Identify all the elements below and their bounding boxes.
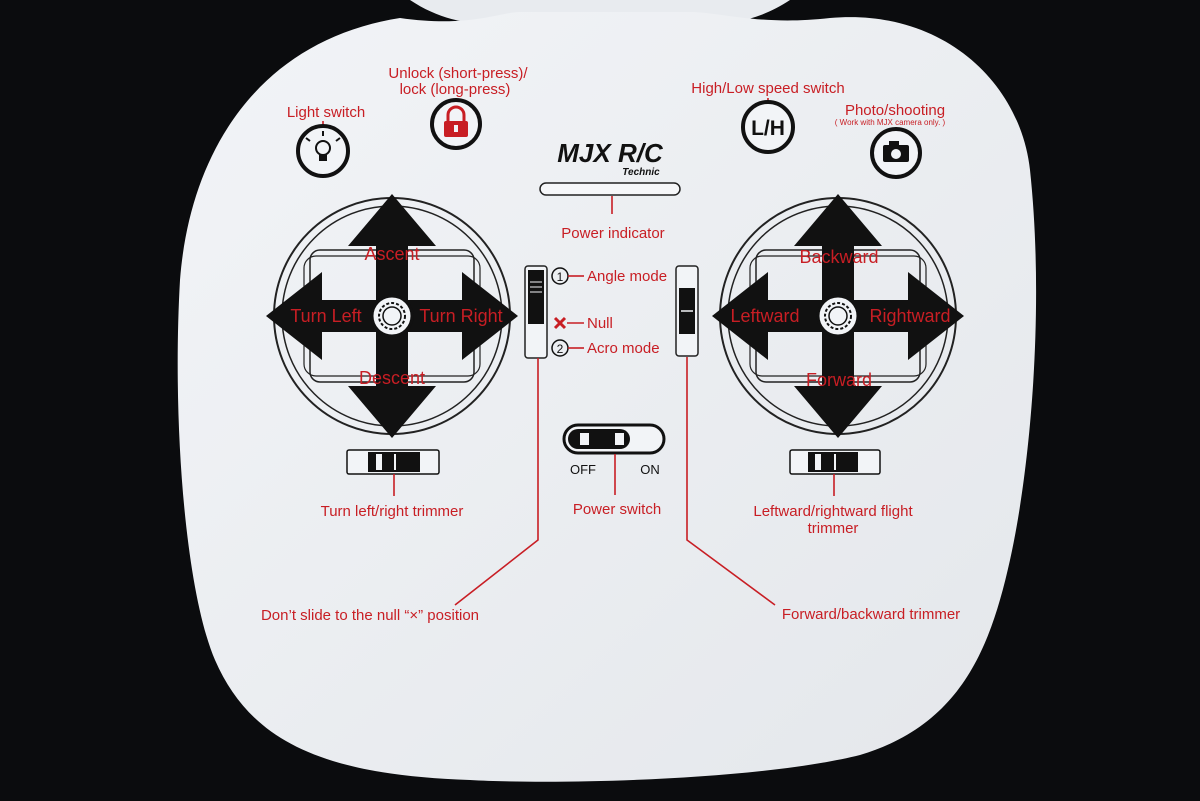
mode-1-number: 1: [557, 270, 564, 284]
mode-switch: 1 Angle mode Null 2 Acro mode: [454, 265, 667, 606]
power-indicator-bar: [539, 182, 681, 196]
right-stick-left-label: Leftward: [730, 306, 799, 326]
fb-trimmer-label: Forward/backward trimmer: [782, 606, 960, 623]
speed-switch-group: High/Low speed switch L/H: [691, 80, 845, 154]
mode-2-number: 2: [557, 342, 564, 356]
turn-trimmer: Turn left/right trimmer: [321, 449, 464, 520]
light-switch-group: Light switch: [287, 104, 365, 178]
brand-name: MJX R/C: [557, 138, 664, 168]
speed-icon-text: L/H: [751, 117, 785, 140]
fb-trimmer-switch: [675, 265, 776, 606]
null-x-icon: [553, 316, 567, 330]
power-off-label: OFF: [570, 462, 596, 477]
speed-toggle-icon: [741, 100, 795, 154]
null-warning-label: Don’t slide to the null “×” position: [261, 607, 479, 624]
light-switch-label: Light switch: [287, 104, 365, 121]
right-stick-up-label: Backward: [799, 247, 878, 267]
lr-trimmer-label-line2: trimmer: [808, 520, 859, 537]
left-stick-left-label: Turn Left: [290, 306, 361, 326]
lr-trimmer-label-line1: Leftward/rightward flight: [753, 503, 913, 520]
angle-mode-label: Angle mode: [587, 268, 667, 285]
power-switch: OFF ON Power switch: [562, 423, 666, 518]
mjx-logo: MJX R/C Technic: [557, 138, 664, 178]
lightbulb-icon: [296, 124, 350, 178]
right-stick-down-label: Forward: [806, 370, 872, 390]
acro-mode-label: Acro mode: [587, 340, 660, 357]
lr-trimmer: Leftward/rightward flight trimmer: [753, 449, 913, 537]
photo-note: ( Work with MJX camera only. ): [835, 118, 946, 127]
left-stick-up-label: Ascent: [364, 244, 419, 264]
brand-sub: Technic: [622, 167, 660, 178]
unlock-group: Unlock (short-press)/ lock (long-press): [388, 65, 528, 150]
photo-group: Photo/shooting ( Work with MJX camera on…: [835, 102, 946, 179]
photo-label: Photo/shooting: [845, 102, 945, 119]
unlock-label-line1: Unlock (short-press)/: [388, 65, 528, 82]
power-switch-label: Power switch: [573, 501, 661, 518]
left-stick-right-label: Turn Right: [419, 306, 502, 326]
right-stick: Backward Forward Leftward Rightward: [710, 192, 966, 440]
unlock-label-line2: lock (long-press): [400, 81, 511, 98]
null-label: Null: [587, 315, 613, 332]
power-indicator-label: Power indicator: [561, 225, 664, 242]
left-stick-down-label: Descent: [359, 368, 425, 388]
left-stick: Ascent Descent Turn Left Turn Right: [264, 192, 520, 440]
power-indicator-group: Power indicator: [539, 182, 681, 242]
turn-trimmer-label: Turn left/right trimmer: [321, 503, 464, 520]
speed-switch-label: High/Low speed switch: [691, 80, 844, 97]
power-on-label: ON: [640, 462, 660, 477]
right-stick-right-label: Rightward: [869, 306, 950, 326]
